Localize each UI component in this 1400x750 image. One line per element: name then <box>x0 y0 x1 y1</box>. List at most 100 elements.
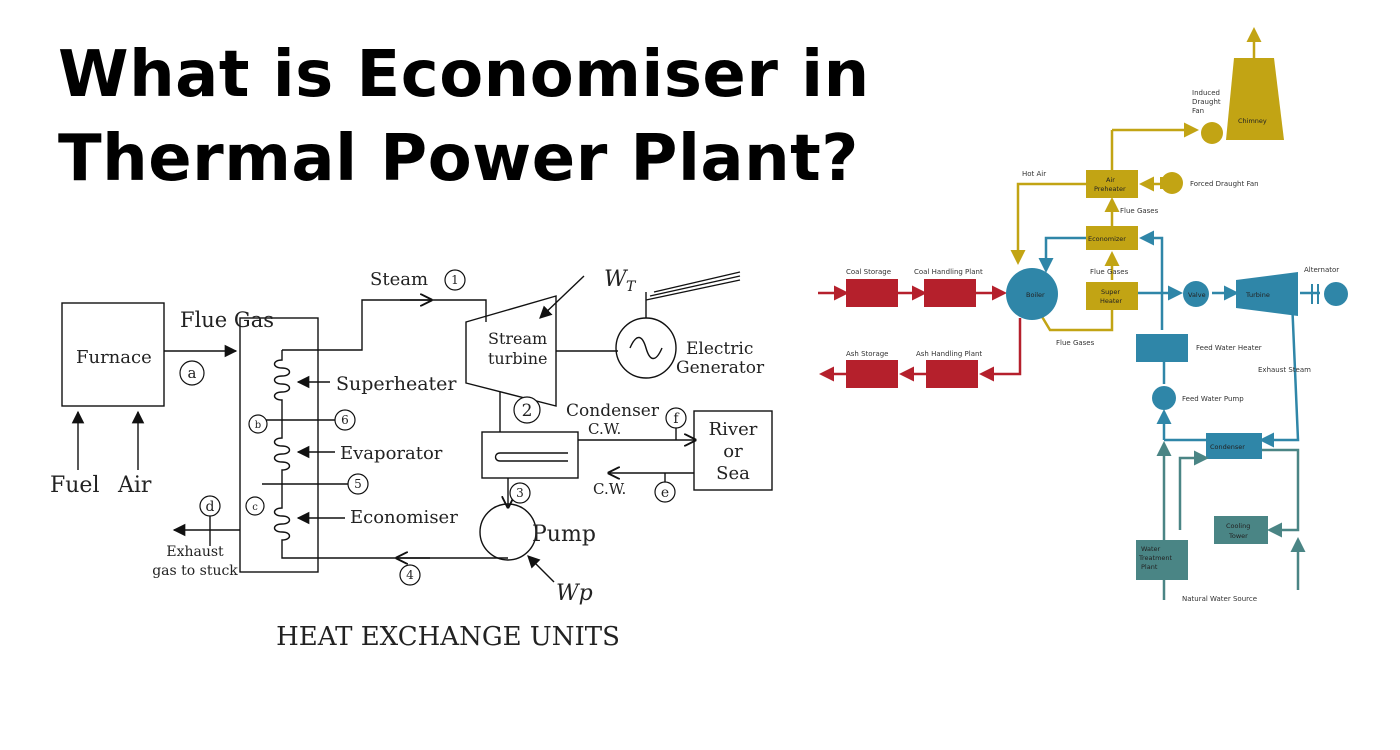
turbine-shape <box>1236 272 1298 316</box>
turbine-label-2: turbine <box>488 349 548 368</box>
natural-water-label: Natural Water Source <box>1182 595 1257 603</box>
condenser-label: Condenser <box>566 401 660 421</box>
alternator-label: Alternator <box>1304 266 1339 274</box>
evaporator-coil <box>273 430 291 478</box>
chimney-shape <box>1226 58 1284 140</box>
condenser-box <box>1206 433 1262 459</box>
cooling-tower-label-2: Tower <box>1228 532 1248 540</box>
wtp-label-1: Water <box>1141 545 1161 553</box>
evaporator-label: Evaporator <box>340 443 443 464</box>
marker-4: 4 <box>406 568 414 582</box>
diagram-caption: HEAT EXCHANGE UNITS <box>276 622 620 652</box>
flue-gases-top-label: Flue Gases <box>1120 207 1159 215</box>
feed-water-heater-box <box>1136 334 1188 362</box>
hot-air-label: Hot Air <box>1022 170 1046 178</box>
marker-d: d <box>206 499 215 515</box>
cooling-tower-box <box>1214 516 1268 544</box>
ash-handling-box <box>926 360 978 388</box>
economizer-box <box>1086 226 1138 250</box>
super-heater-label-1: Super <box>1101 288 1120 296</box>
wtp-label-2: Treatment <box>1138 554 1173 562</box>
marker-e: e <box>661 485 669 501</box>
ash-storage-box <box>846 360 898 388</box>
wp-label: Wp <box>556 581 593 606</box>
turbine-label-1: Stream <box>488 329 547 348</box>
wt-label: W <box>604 267 629 292</box>
turbine-shape <box>465 295 557 407</box>
pump-circle <box>479 503 537 561</box>
chimney-label: Chimney <box>1238 117 1267 125</box>
ash-handling-label: Ash Handling Plant <box>916 350 982 358</box>
wt-subscript: T <box>626 279 637 295</box>
condenser-box <box>481 431 579 479</box>
cooling-tower-label-1: Cooling <box>1226 522 1250 530</box>
air-preheater-label-2: Preheater <box>1094 185 1126 193</box>
air-preheater-label-1: Air <box>1106 176 1115 184</box>
coal-storage-label: Coal Storage <box>846 268 891 276</box>
ash-storage-label: Ash Storage <box>846 350 889 358</box>
condenser-label: Condenser <box>1210 443 1245 451</box>
induced-label-2: Draught <box>1192 98 1221 106</box>
forced-draught-fan-label: Forced Draught Fan <box>1190 180 1259 188</box>
flue-gases-mid-label: Flue Gases <box>1090 268 1129 276</box>
feed-water-heater-label: Feed Water Heater <box>1196 344 1262 352</box>
furnace-box <box>61 302 165 407</box>
super-heater-box <box>1086 282 1138 310</box>
title-line-2: Thermal Power Plant? <box>58 122 859 196</box>
superheater-label: Superheater <box>336 373 457 395</box>
marker-c: c <box>252 502 258 513</box>
marker-2: 2 <box>522 401 533 421</box>
feed-water-pump-circle <box>1152 386 1176 410</box>
boiler-circle <box>1006 268 1058 320</box>
valve-circle <box>1183 281 1209 307</box>
feed-water-pump-label: Feed Water Pump <box>1182 395 1244 403</box>
economiser-coil <box>273 500 291 556</box>
marker-6: 6 <box>341 413 349 427</box>
generator-label-1: Electric <box>686 339 753 359</box>
induced-draught-fan-icon <box>1201 122 1223 144</box>
air-label: Air <box>117 473 152 498</box>
induced-label-1: Induced <box>1192 89 1220 97</box>
alternator-circle <box>1324 282 1348 306</box>
super-heater-label-2: Heater <box>1100 297 1122 305</box>
furnace-label: Furnace <box>76 347 152 368</box>
river-label-1: River <box>709 419 758 440</box>
fuel-label: Fuel <box>50 473 100 498</box>
generator-label-2: Generator <box>676 358 765 378</box>
water-treatment-box <box>1136 540 1188 580</box>
exhaust-label-2: gas to stuck <box>152 563 238 579</box>
economizer-label: Economizer <box>1088 235 1126 243</box>
marker-b: b <box>255 420 261 431</box>
coal-storage-box <box>846 279 898 307</box>
marker-3: 3 <box>516 486 524 500</box>
marker-a: a <box>188 364 197 382</box>
air-preheater-box <box>1086 170 1138 198</box>
river-box <box>693 410 773 491</box>
marker-1: 1 <box>451 273 459 287</box>
heat-exchange-diagram: 1 2 3 4 5 6 a b c d e f Furnace Fuel Air… <box>50 267 773 652</box>
marker-5: 5 <box>354 477 362 491</box>
exhaust-label-1: Exhaust <box>166 544 224 560</box>
economiser-label: Economiser <box>350 507 458 528</box>
wtp-label-3: Plant <box>1141 563 1158 571</box>
superheater-coil <box>273 350 291 410</box>
heat-exchanger-box <box>239 317 319 573</box>
valve-label: Valve <box>1188 291 1206 299</box>
steam-label: Steam <box>370 269 428 290</box>
cw-bottom-label: C.W. <box>593 480 626 498</box>
pump-label: Pump <box>532 522 596 547</box>
boiler-label: Boiler <box>1026 291 1045 299</box>
river-label-3: Sea <box>716 463 750 484</box>
river-label-2: or <box>723 441 743 462</box>
title-line-1: What is Economiser in <box>58 38 870 112</box>
flue-gases-bottom-label: Flue Gases <box>1056 339 1095 347</box>
power-plant-flow-diagram: Coal Storage Coal Handling Plant Ash Sto… <box>818 27 1348 603</box>
coal-handling-box <box>924 279 976 307</box>
induced-label-3: Fan <box>1192 107 1204 115</box>
cw-top-label: C.W. <box>588 420 621 438</box>
exhaust-steam-label: Exhaust Steam <box>1258 366 1311 374</box>
turbine-label: Turbine <box>1245 291 1270 299</box>
marker-f: f <box>673 411 680 427</box>
flue-gas-label: Flue Gas <box>180 308 274 332</box>
